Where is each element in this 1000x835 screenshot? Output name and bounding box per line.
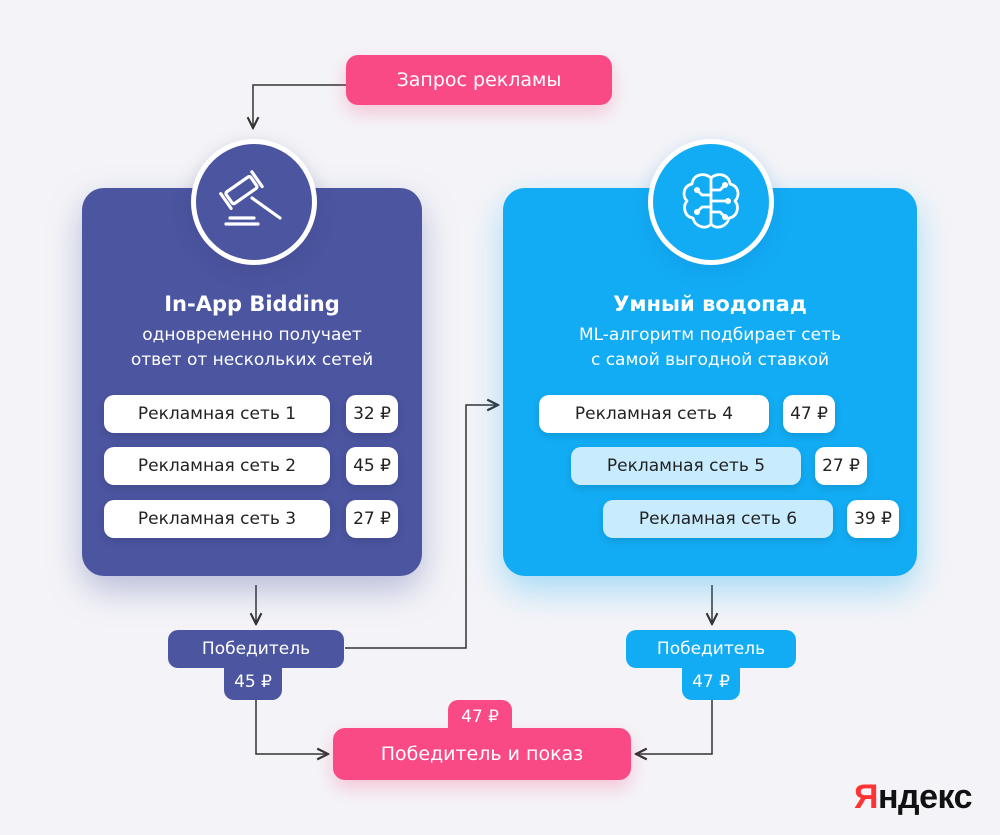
- network-3-bid: 27 ₽: [346, 500, 398, 538]
- network-5-bid: 27 ₽: [815, 447, 867, 485]
- in-app-bidding-subtitle: одновременно получает ответ от нескольки…: [130, 325, 374, 370]
- network-1-bid: 32 ₽: [346, 395, 398, 433]
- network-4-pill: Рекламная сеть 4: [539, 395, 769, 433]
- network-6-bid: 39 ₽: [847, 500, 899, 538]
- in-app-bidding-card: In-App Bidding одновременно получает отв…: [82, 188, 422, 576]
- network-6-pill: Рекламная сеть 6: [603, 500, 833, 538]
- network-5-pill: Рекламная сеть 5: [571, 447, 801, 485]
- in-app-bidding-title: In-App Bidding: [164, 292, 340, 316]
- ad-request-pill: Запрос рекламы: [346, 55, 612, 105]
- gavel-icon: [219, 170, 282, 226]
- waterfall-winner-label: Победитель: [626, 630, 796, 668]
- brain-circuit-icon: [682, 173, 740, 229]
- smart-waterfall-card: Умный водопад ML-алгоритм подбирает сеть…: [503, 188, 917, 576]
- final-winner-pill: Победитель и показ: [333, 728, 631, 780]
- network-4-bid: 47 ₽: [783, 395, 835, 433]
- arrow-left-winner-to-final: [255, 700, 328, 754]
- gavel-icon-circle: [191, 139, 317, 265]
- brain-icon-circle: [648, 139, 774, 265]
- ad-request-label: Запрос рекламы: [396, 69, 562, 91]
- smart-waterfall-title: Умный водопад: [613, 292, 807, 316]
- arrow-winner-to-waterfall: [345, 405, 498, 649]
- arrow-right-winner-to-final: [636, 700, 713, 754]
- bidding-winner-bid: 45 ₽: [224, 664, 282, 700]
- bidding-winner-label: Победитель: [168, 630, 344, 668]
- waterfall-winner-bid: 47 ₽: [682, 664, 740, 700]
- yandex-logo: Яндекс: [854, 778, 972, 816]
- network-3-pill: Рекламная сеть 3: [104, 500, 330, 538]
- arrow-request-to-bidding: [253, 84, 346, 128]
- network-2-bid: 45 ₽: [346, 447, 398, 485]
- smart-waterfall-subtitle: ML-алгоритм подбирает сеть с самой выгод…: [578, 325, 842, 370]
- network-1-pill: Рекламная сеть 1: [104, 395, 330, 433]
- network-2-pill: Рекламная сеть 2: [104, 447, 330, 485]
